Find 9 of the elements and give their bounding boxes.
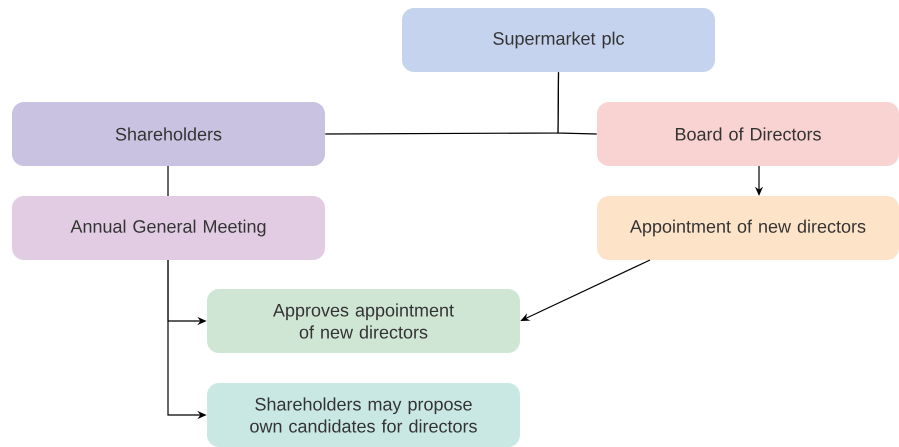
connector [167, 166, 169, 196]
process-box: Shareholders [12, 102, 325, 166]
process-box: Board of Directors [597, 102, 899, 166]
connector [557, 72, 597, 135]
process-box: Annual General Meeting [12, 196, 325, 260]
process-box: Appointment of new directors [597, 196, 899, 260]
process-box: Supermarket plc [402, 8, 715, 72]
process-box: Approves appointment of new directors [207, 289, 520, 353]
process-box: Shareholders may propose own candidates for directors [207, 383, 520, 447]
